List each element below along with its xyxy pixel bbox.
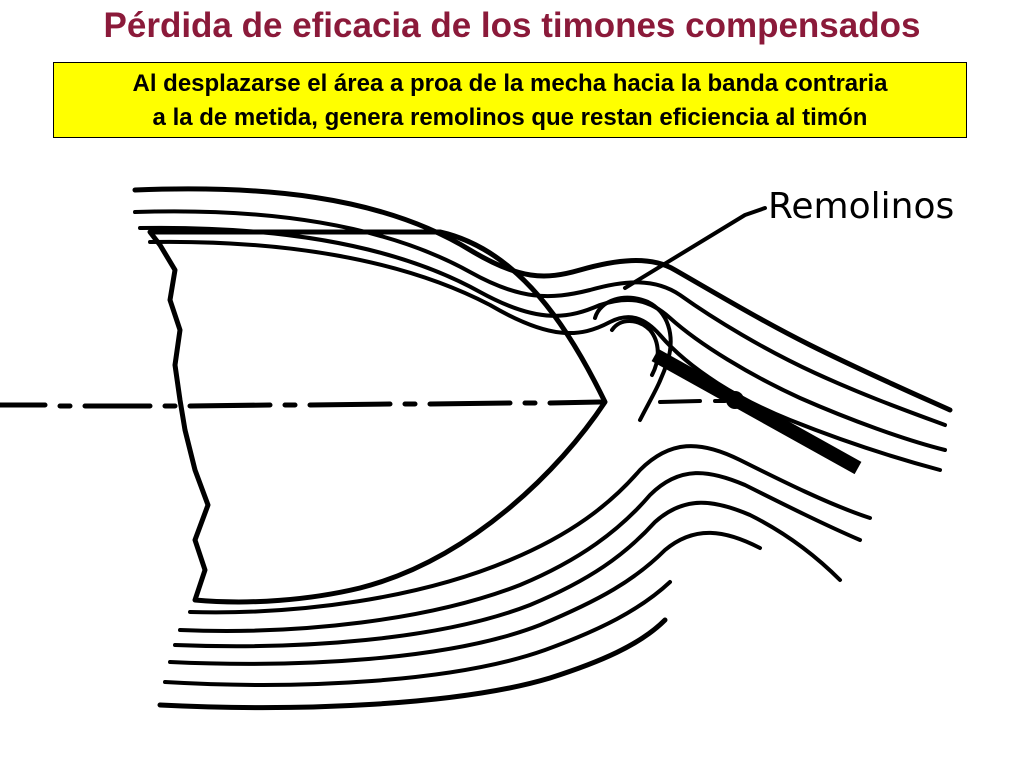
flow-line-lower-1 bbox=[188, 444, 872, 615]
eddies-label: Remolinos bbox=[768, 186, 954, 227]
rudder-stock-pivot bbox=[726, 391, 744, 409]
slide-title: Pérdida de eficacia de los timones compe… bbox=[103, 6, 921, 45]
callout-line-2: a la de metida, genera remolinos que res… bbox=[152, 104, 868, 131]
center-axis-line bbox=[0, 399, 603, 409]
flow-line-upper-1 bbox=[132, 186, 953, 413]
callout-line-1: Al desplazarse el área a proa de la mech… bbox=[132, 70, 888, 97]
flow-line-lower-6 bbox=[157, 617, 668, 711]
hull-outline bbox=[147, 229, 608, 605]
flow-line-lower-2 bbox=[178, 471, 862, 633]
flow-line-lower-5 bbox=[163, 580, 672, 687]
rudder-flow-diagram: Remolinos bbox=[0, 186, 954, 711]
flow-line-upper-4 bbox=[148, 239, 942, 472]
eddy-loop-inner bbox=[610, 319, 660, 377]
flow-line-upper-2 bbox=[133, 209, 947, 427]
eddy-loop-outer bbox=[593, 295, 673, 422]
center-axis-line-aft bbox=[658, 399, 727, 404]
label-leader-line bbox=[623, 206, 767, 290]
rudder-blade bbox=[651, 348, 862, 475]
flow-line-lower-3 bbox=[173, 500, 842, 649]
flow-line-upper-3 bbox=[138, 225, 947, 452]
flow-line-lower-4 bbox=[168, 530, 762, 666]
explanation-callout: Al desplazarse el área a proa de la mech… bbox=[53, 62, 967, 138]
